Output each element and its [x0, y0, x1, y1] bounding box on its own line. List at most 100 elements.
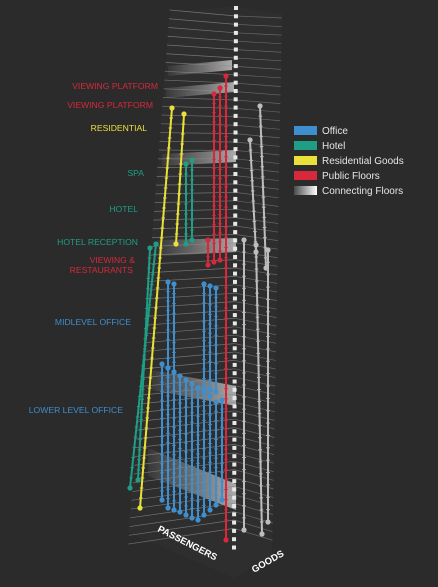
core-marker: [234, 139, 238, 143]
core-marker: [233, 371, 237, 375]
core-marker: [232, 421, 236, 425]
core-marker: [232, 546, 236, 550]
core-marker: [232, 529, 236, 533]
office-shaft-bottom: [165, 365, 170, 370]
public-shaft-top: [223, 73, 228, 78]
hotel-shaft-bottom: [135, 477, 140, 482]
core-marker: [233, 272, 237, 276]
goods-shaft-top: [257, 103, 262, 108]
core-marker: [233, 155, 237, 159]
legend-label-connecting-floors: Connecting Floors: [322, 186, 403, 197]
office-shaft-top: [189, 381, 194, 386]
core-marker: [233, 346, 237, 350]
core-marker: [233, 147, 237, 151]
core-marker: [233, 238, 237, 242]
core-marker: [234, 89, 238, 93]
core-marker: [233, 338, 237, 342]
core-marker: [233, 189, 237, 193]
goods-shaft-top: [265, 247, 270, 252]
office-shaft-bottom: [165, 505, 170, 510]
core-marker: [233, 297, 237, 301]
core-marker: [234, 97, 238, 101]
office-shaft-bottom: [201, 512, 206, 517]
office-shaft-bottom: [207, 507, 212, 512]
office-shaft-top: [171, 281, 176, 286]
office-shaft-top: [201, 281, 206, 286]
office-shaft-bottom: [159, 497, 164, 502]
office-shaft-top: [183, 377, 188, 382]
core-marker: [232, 463, 236, 467]
core-marker: [233, 404, 237, 408]
core-marker: [232, 429, 236, 433]
core-marker: [233, 321, 237, 325]
core-marker: [234, 131, 238, 135]
goods-shaft-top: [247, 137, 252, 142]
zone-label-lower-level-office: LOWER LEVEL OFFICE: [29, 405, 124, 415]
core-marker: [233, 305, 237, 309]
goods-shaft-top: [253, 242, 258, 247]
goods-shaft-bottom: [241, 527, 246, 532]
public-shaft-top: [205, 237, 210, 242]
residential-shaft-bottom: [137, 505, 142, 510]
office-shaft-top: [219, 397, 224, 402]
core-marker: [232, 479, 236, 483]
office-shaft-bottom: [219, 497, 224, 502]
hotel-shaft-top: [189, 157, 194, 162]
office-shaft-bottom: [213, 389, 218, 394]
core-marker: [232, 504, 236, 508]
core-marker: [234, 23, 238, 27]
goods-shaft-top: [241, 237, 246, 242]
core-marker: [233, 180, 237, 184]
hotel-shaft-top: [153, 241, 158, 246]
core-marker: [233, 172, 237, 176]
core-marker: [232, 471, 236, 475]
core-marker: [233, 355, 237, 359]
residential-shaft-top: [181, 111, 186, 116]
core-marker: [233, 255, 237, 259]
core-marker: [233, 380, 237, 384]
zone-label-viewing-restaurants-line1: VIEWING &: [90, 255, 136, 265]
core-marker: [234, 48, 238, 52]
office-shaft-top: [165, 279, 170, 284]
core-marker: [233, 313, 237, 317]
goods-shaft-bottom: [259, 531, 264, 536]
core-marker: [234, 122, 238, 126]
hotel-shaft-bottom: [183, 241, 188, 246]
office-shaft-top: [177, 373, 182, 378]
core-marker: [232, 496, 236, 500]
legend-label-hotel: Hotel: [322, 141, 345, 152]
office-shaft-top: [207, 283, 212, 288]
core-marker: [234, 31, 238, 35]
hotel-shaft-bottom: [127, 485, 132, 490]
legend-label-office: Office: [322, 126, 348, 137]
office-shaft-top: [213, 285, 218, 290]
public-shaft-bottom: [205, 262, 210, 267]
office-shaft-top: [213, 399, 218, 404]
legend-swatch-public-floors: [294, 171, 317, 180]
office-shaft-bottom: [189, 515, 194, 520]
hotel-shaft-bottom: [189, 237, 194, 242]
core-marker: [233, 222, 237, 226]
office-shaft-bottom: [171, 507, 176, 512]
core-marker: [232, 537, 236, 541]
hotel-shaft-top: [147, 245, 152, 250]
core-marker: [233, 388, 237, 392]
core-marker: [233, 230, 237, 234]
legend-label-public-floors: Public Floors: [322, 171, 380, 182]
zone-label-hotel-reception: HOTEL RECEPTION: [57, 237, 138, 247]
zone-labels: VIEWING PLATFORM VIEWING PLATFORM RESIDE…: [29, 81, 158, 415]
office-shaft-top: [159, 361, 164, 366]
core-marker: [233, 330, 237, 334]
hotel-shaft-top: [183, 161, 188, 166]
legend-swatch-connecting-floors: [294, 186, 317, 195]
office-shaft-bottom: [213, 502, 218, 507]
office-shaft-bottom: [195, 517, 200, 522]
legend-swatch-office: [294, 126, 317, 135]
core-marker: [233, 197, 237, 201]
core-marker: [233, 396, 237, 400]
core-marker: [232, 446, 236, 450]
core-marker: [233, 288, 237, 292]
core-marker: [233, 205, 237, 209]
zone-label-viewing-platform-upper: VIEWING PLATFORM: [72, 81, 158, 91]
